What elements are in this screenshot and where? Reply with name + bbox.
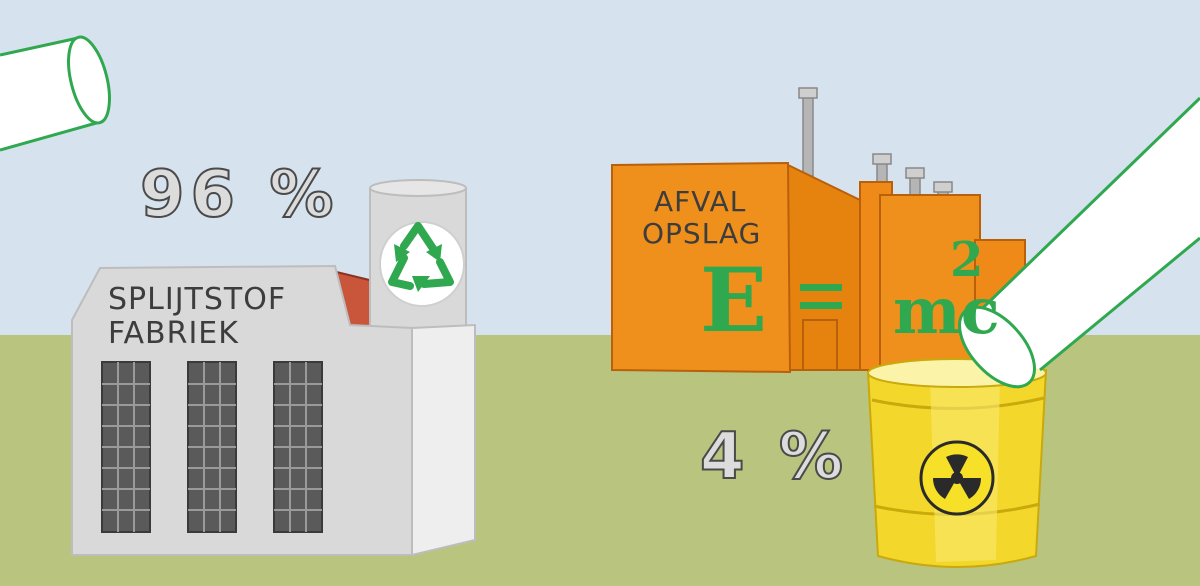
right-pipe [958, 96, 1200, 389]
formula-mc: mc [893, 274, 1000, 349]
waste-share-label: 4 % [699, 419, 849, 495]
waste-storage-label-line1: AFVAL [654, 185, 747, 218]
waste-storage-label-line2: OPSLAG [642, 217, 762, 250]
radiation-icon [919, 440, 995, 516]
left-pipe [0, 35, 111, 152]
formula-equals: = [798, 256, 799, 257]
formula-exponent: 2 [950, 232, 984, 288]
recycle-icon [379, 221, 465, 307]
fuel-factory-label-line1: SPLIJTSTOF [108, 282, 287, 317]
formula-e: E [700, 248, 768, 352]
fuel-factory-building [71, 179, 476, 557]
fuel-factory-label-line2: FABRIEK [108, 316, 239, 351]
fuel-share-label: 96 % [139, 157, 340, 233]
